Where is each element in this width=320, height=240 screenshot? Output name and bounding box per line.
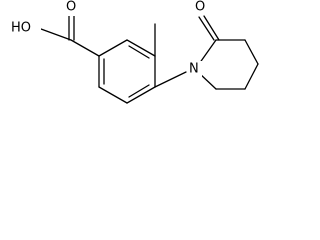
- carboxyl-hydroxyl-label: HO: [11, 21, 31, 36]
- double-bond-inner-c4-c5: [128, 84, 150, 98]
- bond-c4-c5: [244, 63, 259, 90]
- lactam-carbonyl-bond-2: [203, 15, 220, 41]
- chemical-structure-diagram: HO O N O: [10, 0, 259, 104]
- label-background-acid-oxygen: [66, 1, 80, 16]
- bond-ring-to-nitrogen: [154, 71, 187, 88]
- bond-c2-c3: [126, 39, 156, 57]
- bond-n-c2: [198, 39, 217, 65]
- bond-c4-c5: [126, 86, 156, 104]
- label-background-lactam-oxygen: [193, 0, 207, 14]
- bond-c3-c4: [244, 39, 259, 65]
- lactam-oxygen-label: O: [195, 0, 205, 15]
- nitrogen-label: N: [189, 62, 199, 77]
- label-background-nitrogen: [188, 61, 202, 77]
- carboxylic-acid-group: [40, 10, 100, 57]
- bond-c5-c6: [98, 86, 128, 104]
- benzene-ring: [98, 39, 156, 104]
- bond-carboxyl-c-oh: [40, 28, 72, 41]
- lactam-carbonyl-bond-1: [198, 16, 215, 41]
- carboxyl-oxygen-label: O: [66, 0, 76, 15]
- label-background-carboxyl: [10, 20, 41, 36]
- double-bond-inner-c2-c3: [128, 45, 150, 59]
- bond-c1-c2: [98, 39, 128, 57]
- bond-ring-to-carboxyl-carbon: [70, 39, 100, 57]
- piperidinone-ring: [198, 15, 259, 90]
